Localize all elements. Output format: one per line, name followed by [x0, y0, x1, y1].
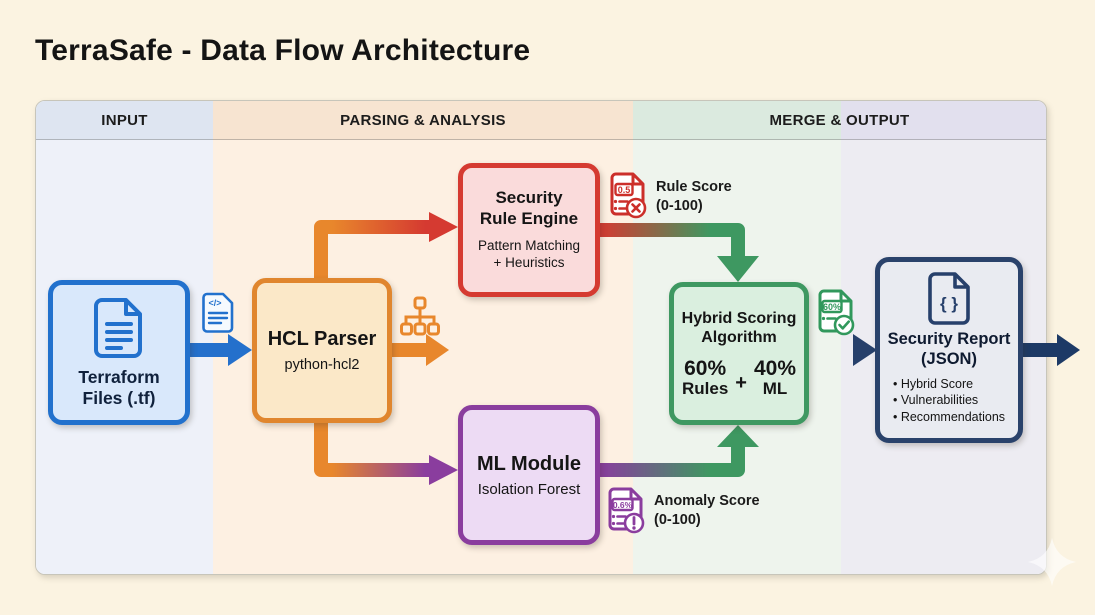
node-terraform-files: Terraform Files (.tf): [48, 280, 190, 425]
arrow-hybrid-to-report: [809, 334, 877, 366]
node-hcl-subtitle: python-hcl2: [284, 357, 360, 373]
lane-input-label: INPUT: [101, 111, 148, 129]
report-bullet: Vulnerabilities: [893, 392, 1005, 409]
sparkle-watermark-icon: [1028, 538, 1076, 586]
node-rule-engine-title: Security Rule Engine: [479, 187, 579, 228]
node-hybrid-scoring: Hybrid Scoring Algorithm 60% Rules + 40%…: [669, 282, 809, 425]
anomaly-score-icon: 0.6%: [608, 487, 645, 534]
node-rule-engine: Security Rule Engine Pattern Matching + …: [458, 163, 600, 297]
lane-merge-label: MERGE & OUTPUT: [769, 111, 910, 129]
anomaly-score-label: Anomaly Score (0-100): [654, 493, 760, 528]
document-icon: [94, 297, 142, 358]
lane-merge-lavender-header: [841, 101, 1046, 140]
node-ml-subtitle: Isolation Forest: [477, 480, 581, 498]
node-report-bullets: Hybrid Score Vulnerabilities Recommendat…: [893, 376, 1005, 427]
page-title: TerraSafe - Data Flow Architecture: [35, 34, 531, 67]
hybrid-formula: 60% Rules + 40% ML: [681, 356, 796, 398]
lane-parsing-label: PARSING & ANALYSIS: [340, 111, 506, 129]
arrow-rules-to-hybrid: [600, 223, 759, 282]
node-terraform-label: Terraform Files (.tf): [78, 366, 160, 408]
report-bullet: Hybrid Score: [893, 376, 1005, 393]
arrow-ml-to-hybrid: [600, 425, 759, 477]
rule-score-label: Rule Score (0-100): [656, 179, 732, 214]
svg-text:0.6%: 0.6%: [613, 500, 633, 510]
hybrid-score-icon: 60%: [818, 289, 855, 336]
arrow-terraform-to-parser: [190, 334, 252, 366]
json-file-icon: { }: [928, 272, 970, 325]
node-hcl-parser: HCL Parser python-hcl2: [252, 278, 392, 423]
arrow-parser-to-rules: [314, 212, 458, 284]
lane-input-header: INPUT: [36, 101, 213, 140]
arrow-parser-to-ml: [314, 418, 458, 485]
svg-text:60%: 60%: [823, 302, 841, 312]
ast-tree-icon: [400, 296, 440, 336]
node-hcl-title: HCL Parser: [267, 328, 377, 350]
node-ml-title: ML Module: [476, 452, 582, 475]
report-bullet: Recommendations: [893, 409, 1005, 426]
code-file-icon: </>: [202, 292, 234, 333]
svg-text:</>: </>: [208, 298, 221, 308]
node-security-report: { } Security Report (JSON) Hybrid Score …: [875, 257, 1023, 443]
node-ml-module: ML Module Isolation Forest: [458, 405, 600, 545]
node-report-title: Security Report (JSON): [887, 330, 1011, 368]
lane-merge-green-header: [633, 101, 841, 140]
rule-score-icon: 0.5: [610, 172, 647, 219]
svg-text:0.5: 0.5: [618, 185, 631, 195]
node-rule-engine-subtitle: Pattern Matching + Heuristics: [477, 238, 581, 271]
arrow-report-output: [1023, 334, 1080, 366]
node-hybrid-title: Hybrid Scoring Algorithm: [681, 309, 797, 347]
lane-parsing-header: PARSING & ANALYSIS: [213, 101, 633, 140]
arrow-parser-stub: [392, 334, 449, 366]
svg-text:{ }: { }: [940, 294, 958, 313]
